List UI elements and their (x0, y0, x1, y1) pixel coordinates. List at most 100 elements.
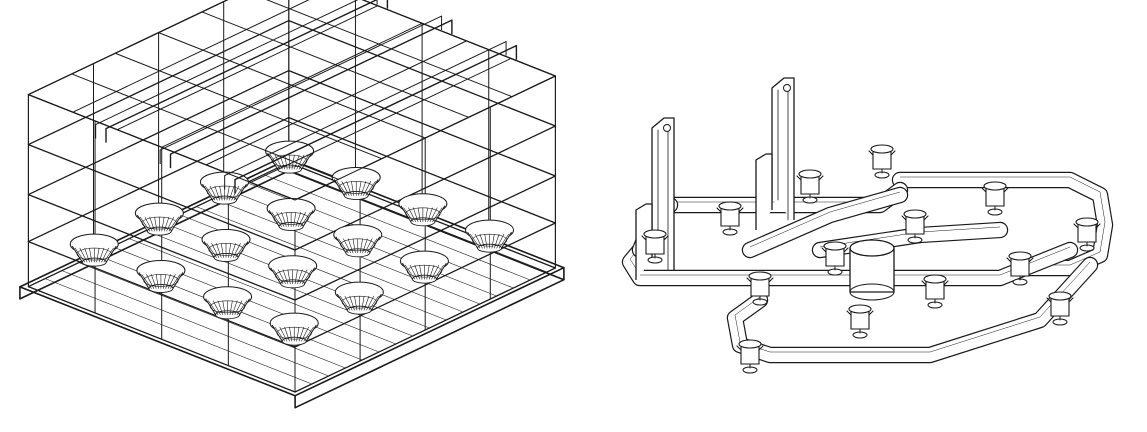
spray-nozzle (747, 272, 773, 305)
rack-wire-ring-3 (28, 21, 555, 250)
rack-top-wire (28, 0, 288, 95)
tube-body (735, 265, 1090, 355)
basket-slot (340, 296, 350, 310)
basket-band (407, 265, 442, 277)
nozzle-wing (759, 346, 763, 350)
spray-nozzle (902, 210, 928, 243)
nozzle-cap (749, 272, 771, 280)
basket-band (142, 217, 177, 229)
nozzle-wing (819, 176, 823, 180)
nozzle-wing (664, 236, 668, 240)
rack-cone-basket (270, 313, 318, 345)
rack-wire-ring-2 (28, 71, 555, 300)
basket-slot (142, 274, 152, 288)
basket-slot (404, 208, 414, 222)
rack-top-wire (117, 6, 377, 130)
nozzle-wing (737, 346, 741, 350)
tube-back-right (900, 177, 1105, 268)
fitting-bottom (850, 284, 894, 300)
basket-band (77, 248, 112, 260)
rack-cone-basket (332, 167, 380, 199)
nozzle-wing (642, 236, 646, 240)
basket-slot (237, 301, 247, 315)
nozzle-cap (871, 145, 893, 153)
tube-diagonal (750, 192, 900, 250)
rack-cone-basket (400, 251, 448, 283)
rack-top-wire (202, 12, 469, 117)
basket-slot (208, 301, 218, 315)
rack-cone-basket (466, 220, 514, 252)
spray-nozzle (1074, 218, 1100, 251)
hanger-strap (772, 78, 794, 220)
rack-cone-basket (70, 234, 118, 266)
tube-body (900, 180, 1105, 268)
rack-top-wire (289, 0, 556, 76)
hold-down-bar (106, 0, 387, 143)
nozzle-cap (1009, 252, 1031, 260)
basket-band (406, 208, 441, 220)
rack-cone-basket (135, 203, 183, 235)
spray-nozzle (642, 230, 668, 263)
rack-cone-basket (399, 194, 447, 226)
nozzle-wing (902, 216, 906, 220)
basket-slot (75, 248, 85, 262)
spray-nozzle (1007, 252, 1033, 285)
rack-cone-basket (202, 229, 250, 261)
nozzle-wing (1007, 258, 1011, 262)
spray-nozzle (737, 340, 763, 373)
basket-band (340, 239, 375, 251)
spray-nozzle (822, 242, 848, 275)
basket-slot (299, 155, 309, 169)
nozzle-cap (799, 170, 821, 178)
basket-slot (301, 212, 311, 226)
tube-body (750, 195, 900, 250)
rack-base-slat (79, 263, 346, 368)
basket-band (472, 234, 507, 246)
rack-base-slat (45, 279, 312, 384)
nozzle-wing (739, 208, 743, 212)
rack-cone-basket (267, 198, 315, 230)
tube-highlight (900, 177, 1105, 265)
basket-slot (302, 270, 312, 284)
nozzle-wing (769, 278, 773, 282)
rack-cone-basket (269, 256, 317, 288)
hold-down-bar (171, 20, 452, 168)
basket-slot (171, 274, 181, 288)
rack-top-wire (162, 23, 422, 147)
basket-slot (272, 212, 282, 226)
nozzle-wing (1096, 224, 1100, 228)
basket-slot (207, 243, 217, 257)
nozzle-wing (924, 216, 928, 220)
nozzle-cap (924, 275, 946, 283)
rack-verticals (28, 0, 555, 392)
insert-center-fitting (850, 240, 894, 300)
rack-base-slat (129, 239, 396, 344)
basket-band (144, 274, 179, 286)
nozzle-wing (1004, 188, 1008, 192)
basket-band (210, 301, 245, 313)
spray-nozzle (922, 275, 948, 308)
rack-cone-basket (266, 141, 314, 173)
basket-band (342, 296, 377, 308)
basket-slot (405, 265, 415, 279)
basket-slot (499, 234, 509, 248)
spray-nozzle (1047, 292, 1073, 325)
nozzle-wing (869, 151, 873, 155)
basket-slot (140, 217, 150, 231)
basket-band (274, 212, 309, 224)
nozzle-wing (717, 208, 721, 212)
nozzle-wing (1069, 298, 1073, 302)
nozzle-wing (891, 151, 895, 155)
basket-slot (273, 270, 283, 284)
spray-nozzle (869, 145, 895, 178)
tube-highlight (750, 192, 900, 247)
nozzle-wing (869, 311, 873, 315)
basket-slot (367, 239, 377, 253)
insert-hanger (756, 78, 794, 230)
tube-front-bottom (735, 262, 1090, 355)
tube-insert-drawing (600, 0, 1147, 432)
basket-slot (234, 186, 244, 200)
nozzle-wing (844, 248, 848, 252)
hold-down-bar-inner (160, 16, 441, 164)
basket-slot (337, 181, 347, 195)
